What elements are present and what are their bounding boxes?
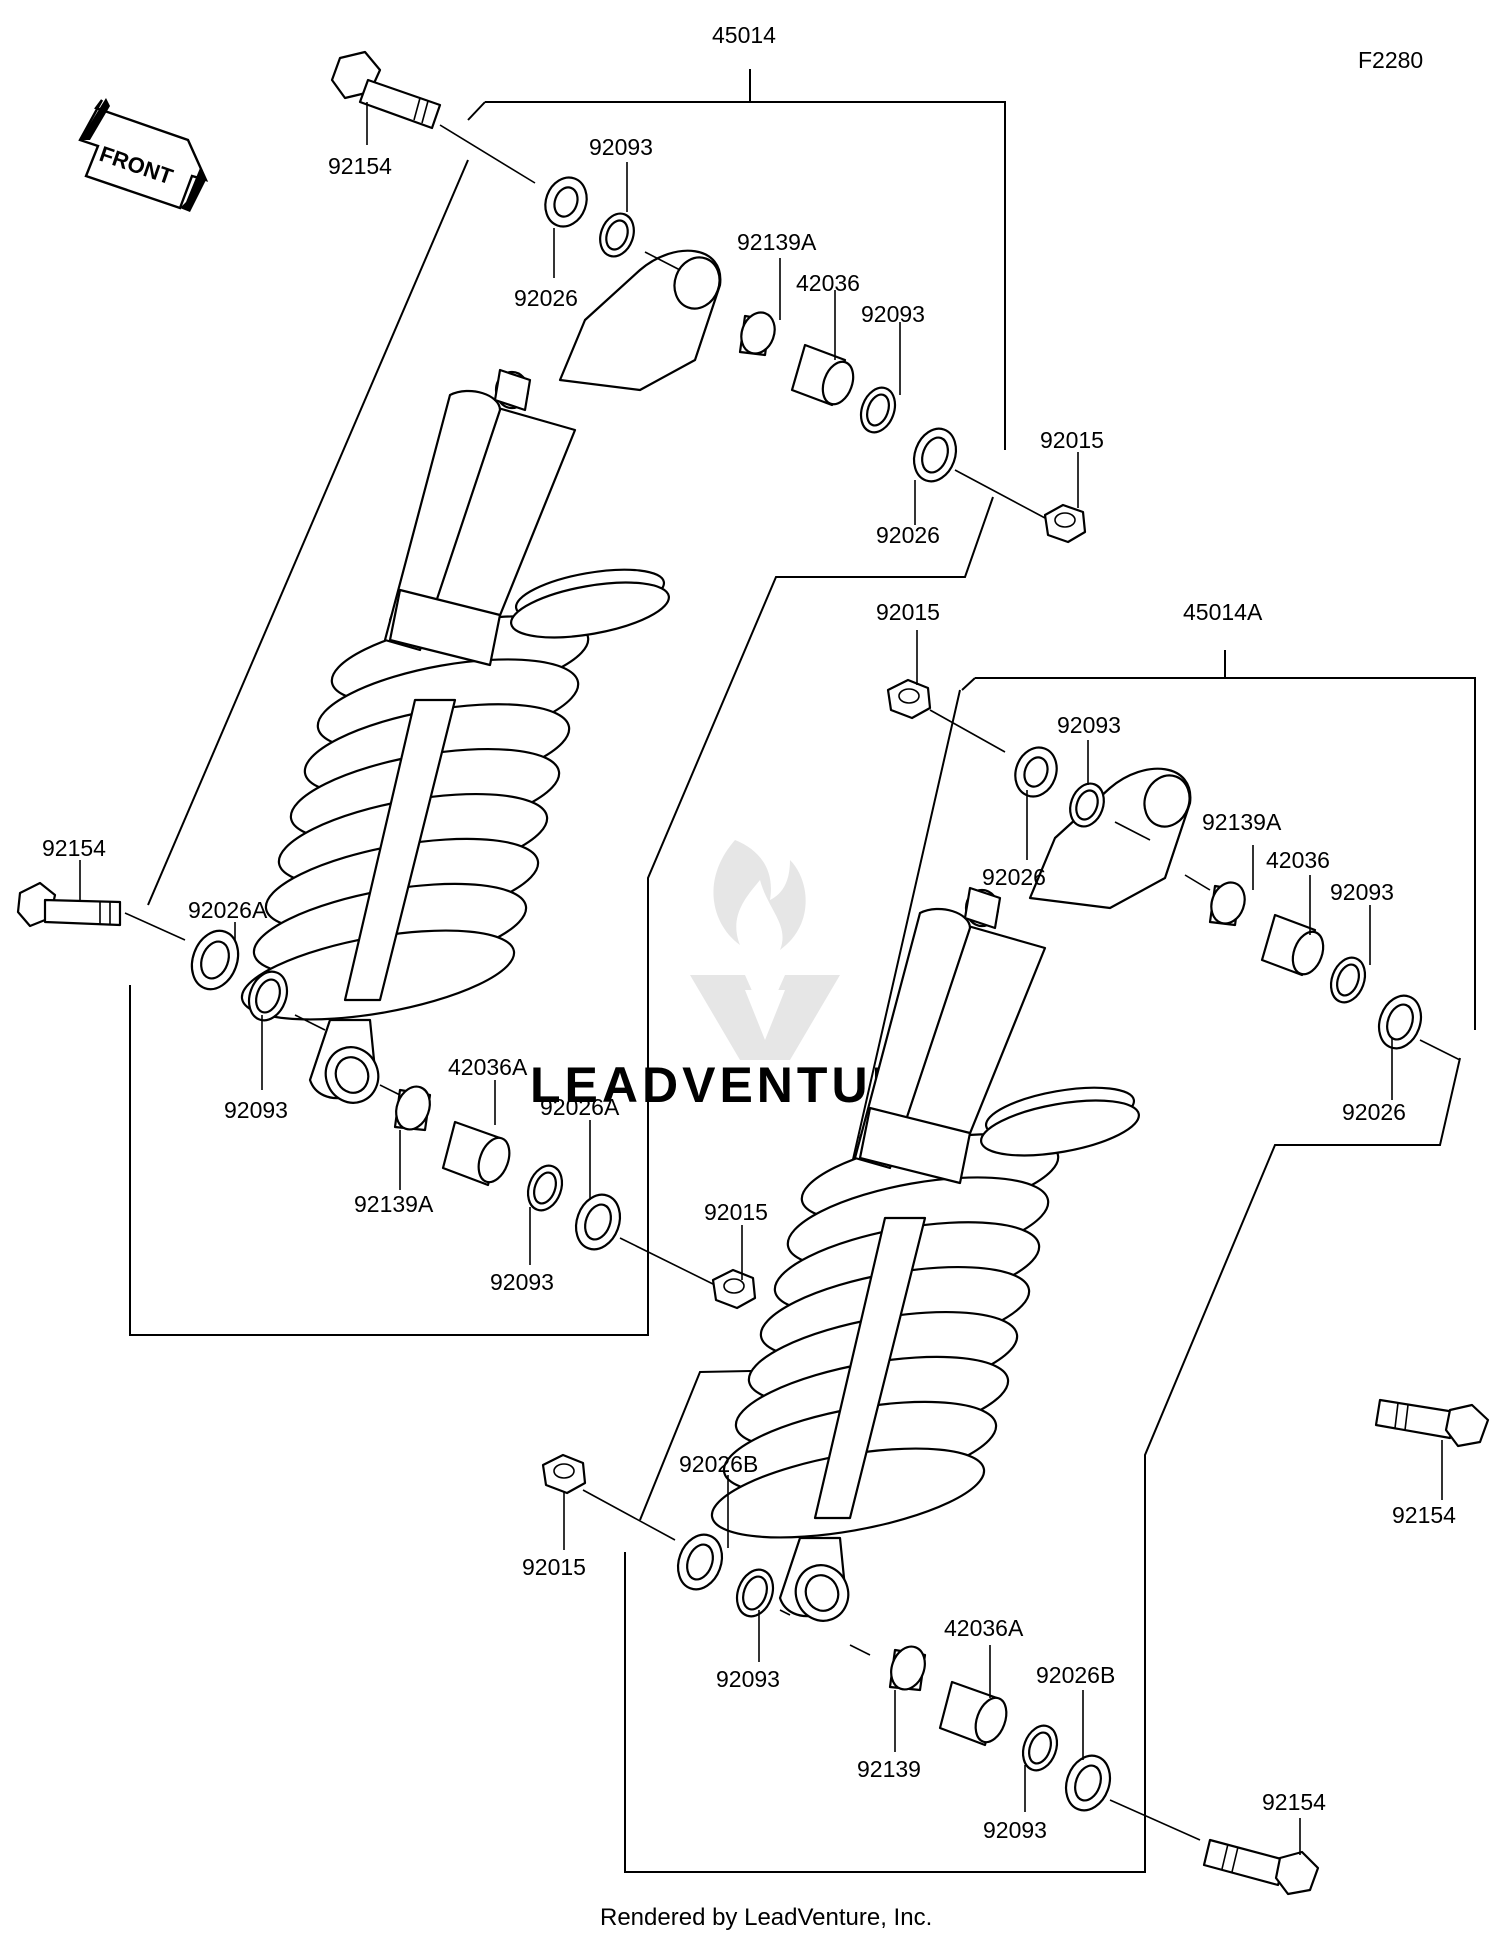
- label-92093-lower-bottom-right: 92093: [983, 1817, 1047, 1843]
- nut-icon: [1043, 503, 1087, 544]
- label-45014: 45014: [712, 22, 776, 48]
- watermark-logo: [690, 840, 840, 1060]
- part-labels: 45014 92154 92093 92026 92139A 42036 920…: [42, 22, 1456, 1843]
- label-92015-upper-top: 92015: [1040, 427, 1104, 453]
- nut-icon: [541, 1453, 587, 1495]
- label-92154-upper-bottom: 92154: [42, 835, 106, 861]
- label-92026-upper-top-right: 92026: [876, 522, 940, 548]
- label-92093-lower-top: 92093: [1057, 712, 1121, 738]
- label-92026a-upper-bottom: 92026A: [188, 897, 268, 923]
- label-92026b-lower-bottom: 92026B: [679, 1451, 758, 1477]
- label-92026-upper-top: 92026: [514, 285, 578, 311]
- label-92154-upper-top: 92154: [328, 153, 392, 179]
- label-42036-upper-top: 42036: [796, 270, 860, 296]
- bolt-icon: [16, 881, 122, 928]
- label-42036a-upper-bottom: 42036A: [448, 1054, 528, 1080]
- label-92093-lower-top-right: 92093: [1330, 879, 1394, 905]
- bolt-icon: [330, 50, 442, 130]
- label-92139a-upper-bottom: 92139A: [354, 1191, 434, 1217]
- footer-credit: Rendered by LeadVenture, Inc.: [600, 1904, 932, 1931]
- label-45014a: 45014A: [1183, 599, 1263, 625]
- label-92026a-upper-bottom-right: 92026A: [540, 1094, 620, 1120]
- label-92093-upper-top: 92093: [589, 134, 653, 160]
- lower-hardware: [541, 678, 1490, 1896]
- label-92015-lower-top: 92015: [876, 599, 940, 625]
- label-92093-upper-bottom-right: 92093: [490, 1269, 554, 1295]
- bolt-icon: [1202, 1838, 1320, 1896]
- upper-hardware: [16, 50, 1087, 1310]
- label-92093-lower-bottom: 92093: [716, 1666, 780, 1692]
- label-92026-lower-top: 92026: [982, 864, 1046, 890]
- frame-upper-assy: [129, 69, 1006, 1336]
- label-92139a-upper-top: 92139A: [737, 229, 817, 255]
- label-92154-lower-bottom: 92154: [1262, 1789, 1326, 1815]
- bolt-icon: [1374, 1398, 1490, 1448]
- nut-icon: [711, 1268, 757, 1310]
- label-leaders: [79, 102, 1443, 1855]
- front-arrow-icon: FRONT: [78, 98, 209, 212]
- label-92139-lower-bottom: 92139: [857, 1756, 921, 1782]
- label-92015-lower-bottom: 92015: [522, 1554, 586, 1580]
- shock-absorber-lower: [710, 767, 1192, 1622]
- nut-icon: [886, 678, 932, 720]
- label-92139a-lower-top: 92139A: [1202, 809, 1282, 835]
- label-92026b-lower-bottom-right: 92026B: [1036, 1662, 1115, 1688]
- label-92015-upper-bottom: 92015: [704, 1199, 768, 1225]
- shock-absorber-upper: [240, 249, 722, 1104]
- label-92154-lower-top: 92154: [1392, 1502, 1456, 1528]
- label-92093-upper-bottom: 92093: [224, 1097, 288, 1123]
- label-92026-lower-top-right: 92026: [1342, 1099, 1406, 1125]
- label-42036-lower-top: 42036: [1266, 847, 1330, 873]
- figure-code: F2280: [1358, 47, 1423, 73]
- label-92093-upper-top-right: 92093: [861, 301, 925, 327]
- label-42036a-lower-bottom: 42036A: [944, 1615, 1024, 1641]
